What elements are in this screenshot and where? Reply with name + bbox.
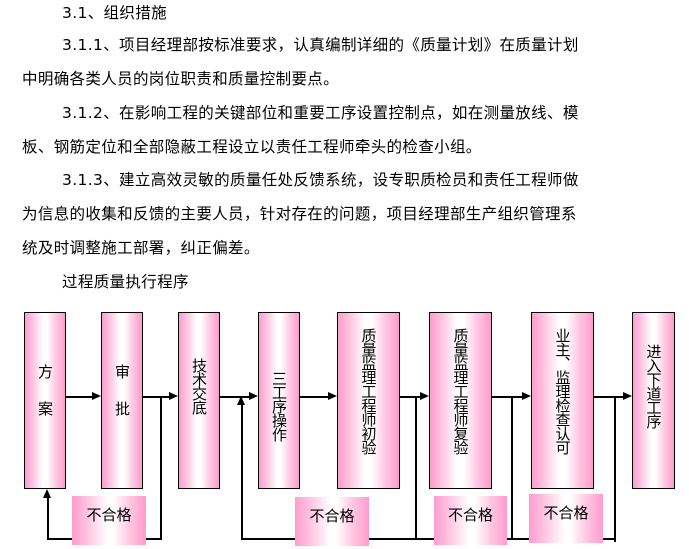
step-plan-label: 方案 — [36, 363, 54, 438]
reject-label-1: 不合格 — [86, 506, 132, 524]
arrow-right-icon — [249, 392, 258, 400]
connector-1-2 — [66, 396, 93, 398]
step-next-process: 进入下道工序 — [632, 312, 675, 489]
step-approval: 审批 — [101, 312, 143, 489]
connector-2-3 — [143, 396, 170, 398]
step-three-process-operation-label: 三工序操作 — [270, 370, 288, 441]
arrow-right-icon — [328, 392, 337, 400]
step-owner-supervisor-approval-label: 业主、监理检查认可 — [553, 327, 572, 454]
connector-5-6 — [400, 395, 421, 398]
step-next-process-label: 进入下道工序 — [644, 343, 663, 428]
paragraph-2-line-2: 板、钢筋定位和全部隐蔽工程设立以责任工程师牵头的检查小组。 — [22, 138, 482, 156]
step-owner-supervisor-approval: 业主、监理检查认可 — [531, 312, 594, 489]
section-heading: 3.1、组织措施 — [62, 4, 167, 22]
feedback-3-drop — [511, 396, 513, 539]
connector-3-4 — [220, 396, 250, 398]
paragraph-1-line-1: 3.1.1、项目经理部按标准要求，认真编制详细的《质量计划》在质量计划 — [62, 36, 579, 54]
arrow-right-icon — [522, 392, 531, 400]
reject-box-4: 不合格 — [529, 494, 603, 543]
reject-label-2: 不合格 — [309, 507, 355, 525]
paragraph-3-line-1: 3.1.3、建立高效灵敏的质量任处反馈系统，设专职质检员和责任工程师做 — [62, 171, 579, 189]
reject-label-3: 不合格 — [447, 506, 493, 524]
arrow-right-icon — [92, 392, 101, 400]
paragraph-3-line-3: 统及时调整施工部署，纠正偏差。 — [22, 239, 260, 257]
arrow-right-icon — [420, 392, 429, 400]
step-approval-label: 审批 — [113, 363, 131, 438]
step-technical-briefing: 技术交底 — [178, 312, 220, 489]
step-three-process-operation: 三工序操作 — [258, 312, 300, 489]
step-technical-briefing-label: 技术交底 — [190, 357, 208, 414]
arrow-right-icon — [623, 392, 632, 400]
feedback-1-rise — [47, 497, 49, 539]
reject-box-3: 不合格 — [434, 496, 507, 545]
feedback-2-rise — [241, 404, 243, 539]
connector-7-8 — [594, 396, 624, 398]
reject-box-2: 不合格 — [295, 497, 369, 546]
feedback-1-drop — [160, 396, 162, 539]
reject-label-4: 不合格 — [543, 504, 589, 522]
step-initial-inspection-label: 质量监理工程师初验 — [359, 327, 378, 454]
step-re-inspection: 质量监理工程师复验 — [429, 312, 492, 489]
arrow-up-icon — [43, 489, 51, 498]
connector-4-5 — [300, 396, 329, 398]
feedback-3-4-return — [417, 538, 615, 540]
paragraph-1-line-2: 中明确各类人员的岗位职责和质量控制要点。 — [22, 70, 340, 88]
paragraph-2-line-1: 3.1.2、在影响工程的关键部位和重要工序设置控制点，如在测量放线、模 — [62, 104, 579, 122]
feedback-4-drop — [614, 396, 616, 542]
flow-title: 过程质量执行程序 — [62, 273, 189, 291]
connector-6-7 — [492, 395, 523, 398]
step-re-inspection-label: 质量监理工程师复验 — [451, 327, 470, 454]
step-initial-inspection: 质量监理工程师初验 — [337, 312, 400, 489]
paragraph-3-line-2: 为信息的收集和反馈的主要人员，针对存在的问题，项目经理部生产组织管理系 — [22, 205, 577, 223]
reject-box-1: 不合格 — [72, 496, 146, 545]
arrow-up-icon — [237, 396, 245, 405]
arrow-right-icon — [169, 392, 178, 400]
feedback-2-drop — [415, 396, 417, 539]
step-plan: 方案 — [24, 312, 66, 489]
